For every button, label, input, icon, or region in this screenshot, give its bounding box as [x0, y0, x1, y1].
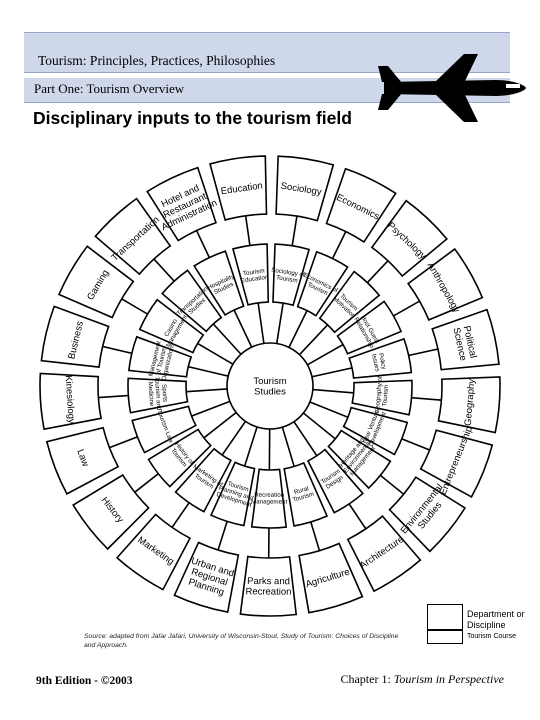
course-box: [193, 250, 245, 317]
legend-course-swatch: [427, 630, 463, 644]
discipline-box: [388, 476, 467, 553]
course-box: [161, 269, 223, 333]
chapter-prefix: Chapter 1:: [340, 672, 391, 686]
discipline-box: [45, 426, 120, 495]
title-banner: [24, 32, 510, 73]
part-title: Part One: Tourism Overview: [34, 81, 185, 96]
discipline-box: [370, 199, 448, 278]
center-hub: [226, 342, 314, 430]
course-box: [127, 335, 193, 378]
chapter-title: Tourism in Perspective: [393, 672, 504, 686]
course-box: [348, 337, 413, 379]
course-box: [138, 298, 205, 354]
source-note: Source: adapted from Jafar Jafari, Unive…: [84, 633, 399, 649]
course-box: [250, 468, 288, 529]
slide-title: Tourism: Principles, Practices, Philosop…: [38, 53, 276, 68]
discipline-box: [72, 473, 150, 551]
course-box: [342, 406, 409, 456]
course-label: SportsTourism andMedicine: [146, 376, 169, 412]
edition-label: 9th Edition - ©2003: [36, 675, 133, 687]
course-box: [336, 300, 403, 355]
course-label: PolicyIssues: [370, 352, 387, 373]
discipline-box: [239, 555, 298, 617]
diagram-title: Disciplinary inputs to the tourism field: [33, 108, 352, 128]
discipline-box: [407, 247, 484, 321]
course-box: [131, 405, 197, 454]
discipline-box: [39, 372, 102, 431]
discipline-box: [209, 155, 268, 221]
course-box: [327, 429, 392, 490]
discipline-box: [275, 155, 335, 222]
discipline-box: [325, 167, 397, 244]
course-label: TourismEducation: [240, 267, 270, 285]
discipline-box: [40, 305, 110, 368]
course-box: [351, 379, 413, 416]
legend-course-label: Tourism Course: [467, 633, 517, 640]
discipline-box: [437, 376, 501, 434]
course-box: [296, 250, 349, 317]
course-label: Sociology ofTourism: [270, 267, 306, 286]
airplane-icon: [378, 54, 526, 122]
discipline-box: [346, 515, 422, 593]
course-box: [272, 243, 311, 307]
course-label: Geography ofTourism: [374, 376, 391, 415]
discipline-box: [431, 308, 500, 371]
discipline-label: Kinesiology: [63, 375, 77, 424]
course-box: [231, 243, 270, 306]
legend-discipline-swatch: [427, 604, 463, 630]
course-box: [127, 377, 189, 414]
course-box: [147, 428, 212, 488]
legend-discipline-label: Department or Discipline: [467, 609, 525, 630]
discipline-box: [419, 429, 494, 498]
course-box: [306, 448, 364, 514]
discipline-label: Geography: [463, 378, 478, 426]
course-box: [174, 447, 232, 513]
chapter-label: Chapter 1: Tourism in Perspective: [340, 672, 504, 687]
course-box: [283, 461, 329, 527]
discipline-box: [298, 542, 364, 614]
discipline-box: [173, 541, 240, 614]
course-box: [318, 270, 381, 334]
discipline-box: [57, 245, 135, 319]
course-box: [209, 461, 256, 527]
discipline-box: [94, 197, 172, 276]
course-label: TourismPlanning andDevelopment: [215, 478, 256, 509]
discipline-label: PoliticalScience: [450, 324, 478, 362]
discipline-box: [146, 166, 217, 242]
discipline-box: [115, 513, 192, 591]
